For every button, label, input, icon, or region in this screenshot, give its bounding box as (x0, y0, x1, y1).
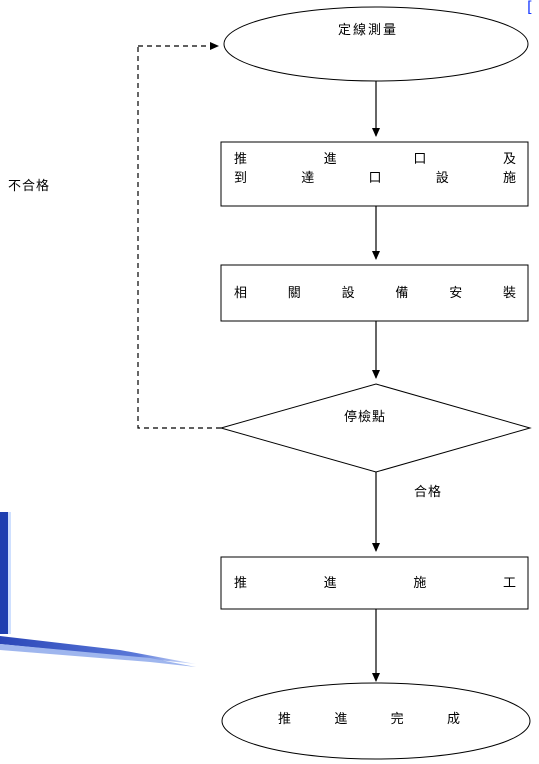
step2-char: 相 (234, 286, 248, 301)
decision-node (219, 383, 532, 473)
step3-box (220, 556, 529, 610)
step3-char: 施 (413, 576, 427, 591)
decorative-sweep (0, 636, 196, 664)
step1-char: 口 (368, 171, 382, 186)
end-char: 進 (334, 712, 348, 727)
decorative-sweep-shadow (0, 644, 196, 667)
step1-char: 達 (301, 171, 315, 186)
decision-label: 停檢點 (344, 410, 387, 425)
end-node (221, 682, 531, 760)
step2-label: 相 關 設 備 安 裝 (234, 286, 516, 302)
step2-box (220, 264, 529, 322)
step3-char: 進 (323, 576, 337, 591)
fail-loop-line (137, 46, 221, 429)
step1-char: 推 (234, 152, 248, 167)
step2-char: 安 (449, 286, 463, 301)
fail-edge-label: 不合格 (8, 179, 51, 194)
decorative-swoosh (0, 512, 196, 667)
step1-char: 進 (323, 152, 337, 167)
step1-char: 到 (234, 171, 248, 186)
step1-label-line2: 到 達 口 設 施 (234, 171, 516, 187)
step3-label: 推 進 施 工 (234, 576, 516, 592)
step2-char: 裝 (502, 286, 516, 301)
step3-char: 工 (502, 576, 516, 591)
step1-label-line1: 推 進 口 及 (234, 152, 516, 168)
end-label: 推 進 完 成 (278, 712, 460, 728)
start-node (223, 6, 529, 82)
end-char: 完 (390, 712, 404, 727)
step2-char: 設 (341, 286, 355, 301)
corner-bracket-mark: [ (527, 0, 533, 16)
pass-edge-label: 合格 (414, 485, 443, 500)
step3-char: 推 (234, 576, 248, 591)
step1-char: 設 (435, 171, 449, 186)
decorative-bar-highlight (8, 512, 11, 634)
end-char: 成 (446, 712, 460, 727)
step1-char: 施 (502, 171, 516, 186)
step1-box (220, 141, 529, 207)
step1-char: 及 (502, 152, 516, 167)
step1-char: 口 (413, 152, 427, 167)
step2-char: 關 (287, 286, 301, 301)
end-char: 推 (278, 712, 292, 727)
start-label: 定線測量 (338, 23, 399, 38)
decorative-bar (0, 512, 8, 634)
step2-char: 備 (395, 286, 409, 301)
